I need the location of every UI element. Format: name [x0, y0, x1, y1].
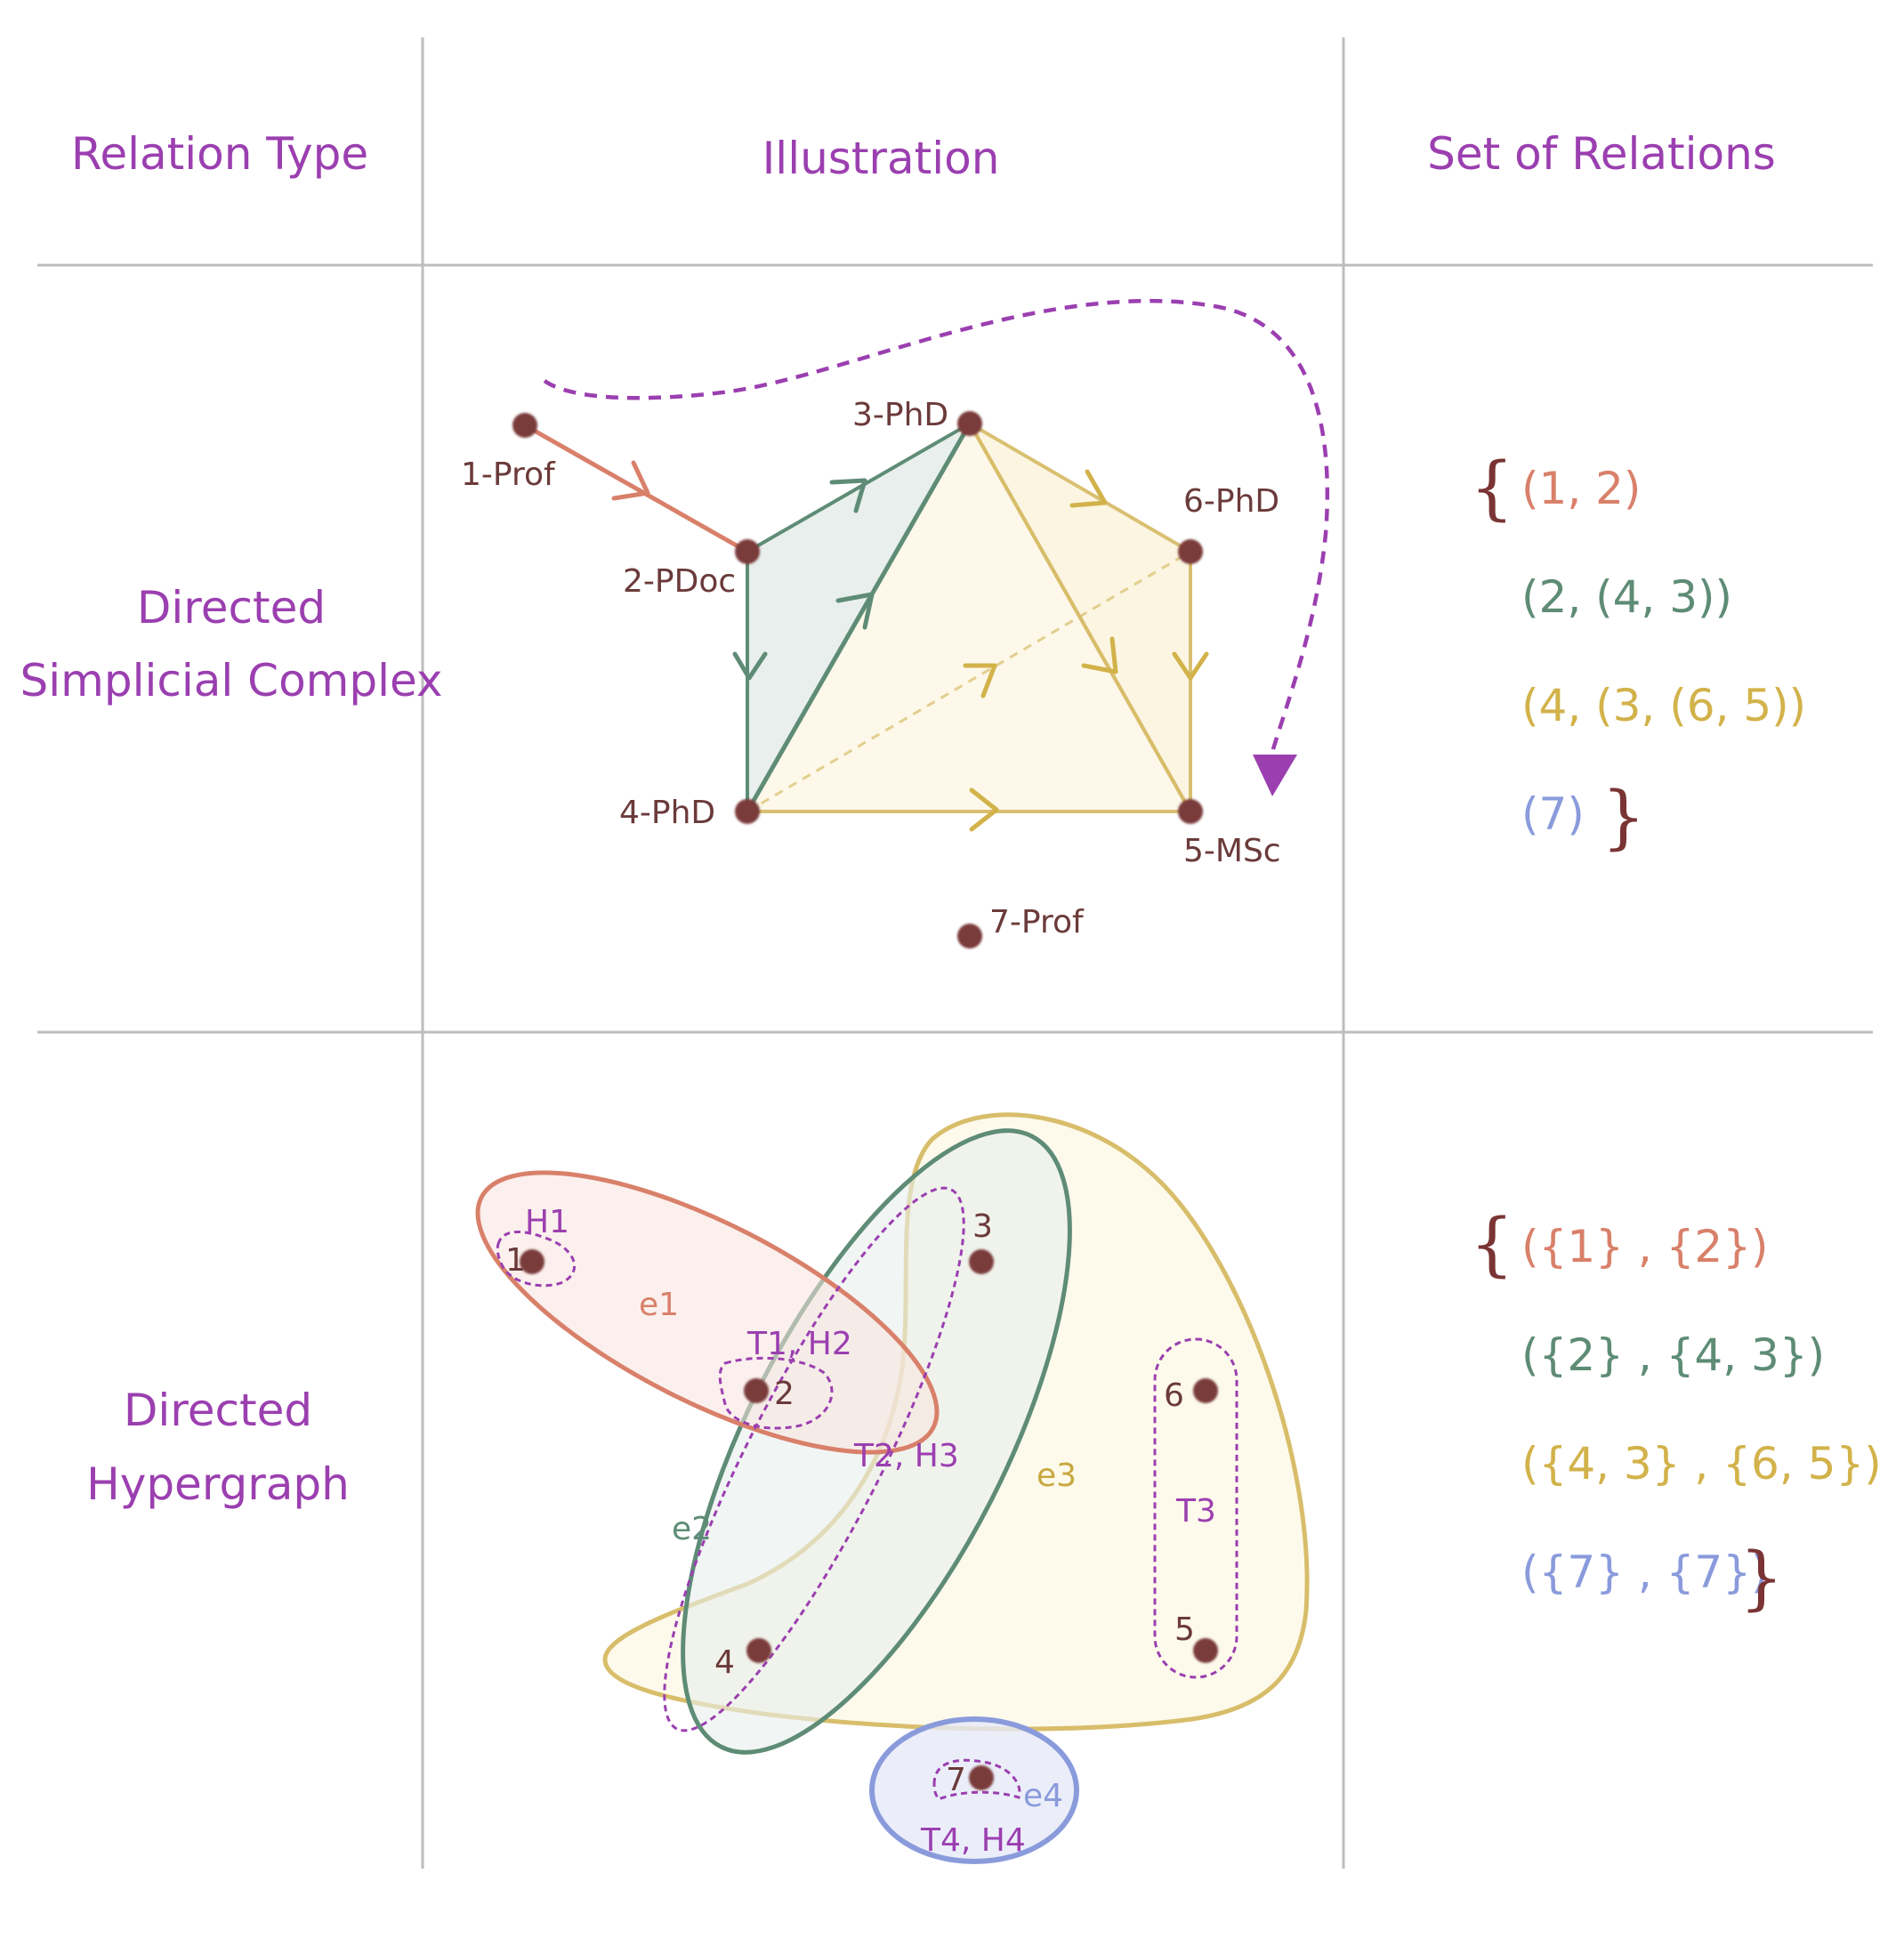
set-h1	[496, 1230, 577, 1288]
hg-node-2	[744, 1378, 769, 1403]
sc-node-3	[957, 411, 982, 436]
row1-title-line1: Directed	[137, 582, 326, 634]
hg-label-3: 3	[972, 1208, 993, 1245]
sc-label-5: 5-MSc	[1183, 833, 1281, 869]
sc-node-4	[735, 799, 760, 824]
hidden-edge-4-6	[746, 550, 1191, 813]
edge-4-3	[745, 422, 972, 813]
hg-node-4	[746, 1638, 771, 1663]
hg-edge-label-e1: e1	[639, 1287, 679, 1323]
hg-set-label-t2-h3: T2, H3	[853, 1438, 959, 1474]
hg-edge-label-e3: e3	[1037, 1458, 1077, 1494]
hg-node-1	[520, 1249, 545, 1274]
hg-label-4: 4	[714, 1644, 735, 1681]
hyperedge-e1	[475, 1170, 940, 1455]
hg-label-6: 6	[1164, 1377, 1184, 1414]
hg-node-7	[969, 1765, 994, 1790]
sc-relation-4: (7)	[1521, 788, 1585, 840]
set-t4-h4	[932, 1758, 1021, 1801]
sc-label-2: 2-PDoc	[623, 563, 736, 600]
sc-label-7: 7-Prof	[989, 904, 1085, 941]
sc-open-brace: {	[1470, 448, 1514, 529]
hypergraph-relations: { ({1} , {2}) ({2} , {4, 3}) ({4, 3} , {…	[1470, 1205, 1882, 1619]
sc-label-6: 6-PhD	[1183, 483, 1279, 520]
hg-set-label-t3: T3	[1175, 1493, 1216, 1530]
hg-relation-2: ({2} , {4, 3})	[1521, 1329, 1825, 1381]
header-illustration: Illustration	[762, 133, 1000, 184]
hg-relation-3: ({4, 3} , {6, 5})	[1521, 1438, 1882, 1490]
sc-label-4: 4-PhD	[619, 795, 715, 831]
hg-set-label-t1-h2: T1, H2	[746, 1326, 852, 1362]
dashed-relation-curve	[543, 299, 1330, 753]
hyperedge-e4	[869, 1716, 1079, 1864]
simplicial-complex-diagram: 1-Prof 2-PDoc 3-PhD 4-PhD 5-MSc 6-PhD 7-…	[461, 299, 1330, 949]
arrow-2-4	[732, 651, 768, 681]
hg-label-2: 2	[774, 1376, 795, 1412]
arrow-1-2	[611, 460, 650, 501]
edge-3-5	[968, 423, 1192, 812]
arrow-3-5	[1081, 636, 1118, 674]
sc-close-brace: }	[1601, 778, 1646, 858]
hg-set-label-t4-h4: T4, H4	[920, 1822, 1026, 1859]
edge-1-2	[523, 423, 749, 554]
sc-node-7	[957, 924, 982, 949]
hg-node-6	[1193, 1378, 1218, 1403]
hg-open-brace: {	[1470, 1205, 1514, 1285]
dashed-curve-arrowhead	[1253, 755, 1297, 796]
hypergraph-diagram: 1 2 3 4 5 6 7 e1 e2 e3 e4 H1 T1, H2 T2, …	[475, 1112, 1310, 1864]
row1-title-line2: Simplicial Complex	[20, 655, 443, 707]
sc-relation-2: (2, (4, 3))	[1521, 571, 1732, 623]
arrow-4-6	[963, 663, 997, 698]
arrow-6-5	[1172, 651, 1209, 681]
hg-relation-1: ({1} , {2})	[1521, 1221, 1769, 1272]
arrow-4-5	[969, 787, 999, 832]
table-grid	[37, 37, 1873, 1869]
hg-node-5	[1193, 1638, 1218, 1663]
arrow-4-3	[835, 592, 875, 630]
hg-edge-label-e4: e4	[1023, 1778, 1063, 1814]
hg-label-5: 5	[1174, 1611, 1195, 1648]
header-relation-type: Relation Type	[71, 128, 368, 180]
sc-node-6	[1178, 539, 1203, 564]
hg-edge-label-e2: e2	[672, 1511, 712, 1547]
row2-title-line1: Directed	[124, 1385, 312, 1436]
set-t2-h3	[663, 1186, 965, 1732]
arrow-3-6	[1069, 469, 1108, 508]
hg-label-1: 1	[505, 1242, 526, 1279]
hg-set-label-h1: H1	[525, 1204, 569, 1240]
hg-node-3	[969, 1249, 994, 1274]
hg-close-brace: }	[1739, 1538, 1784, 1619]
sc-relation-1: (1, 2)	[1521, 463, 1641, 514]
sc-node-5	[1178, 799, 1203, 824]
row2-title-line2: Hypergraph	[86, 1458, 350, 1510]
hg-label-7: 7	[946, 1762, 966, 1798]
sc-label-3: 3-PhD	[852, 397, 948, 433]
hg-relation-4: ({7} , {7})	[1521, 1546, 1769, 1598]
arrow-2-3	[829, 478, 867, 513]
simplicial-relations: { (1, 2) (2, (4, 3)) (4, (3, (6, 5)) (7)…	[1470, 448, 1806, 858]
header-set-of-relations: Set of Relations	[1427, 128, 1776, 180]
sc-node-1	[512, 413, 537, 438]
set-t3	[1153, 1337, 1238, 1679]
sc-node-2	[735, 539, 760, 564]
sc-relation-3: (4, (3, (6, 5))	[1521, 680, 1806, 731]
sc-label-1: 1-Prof	[461, 456, 556, 493]
